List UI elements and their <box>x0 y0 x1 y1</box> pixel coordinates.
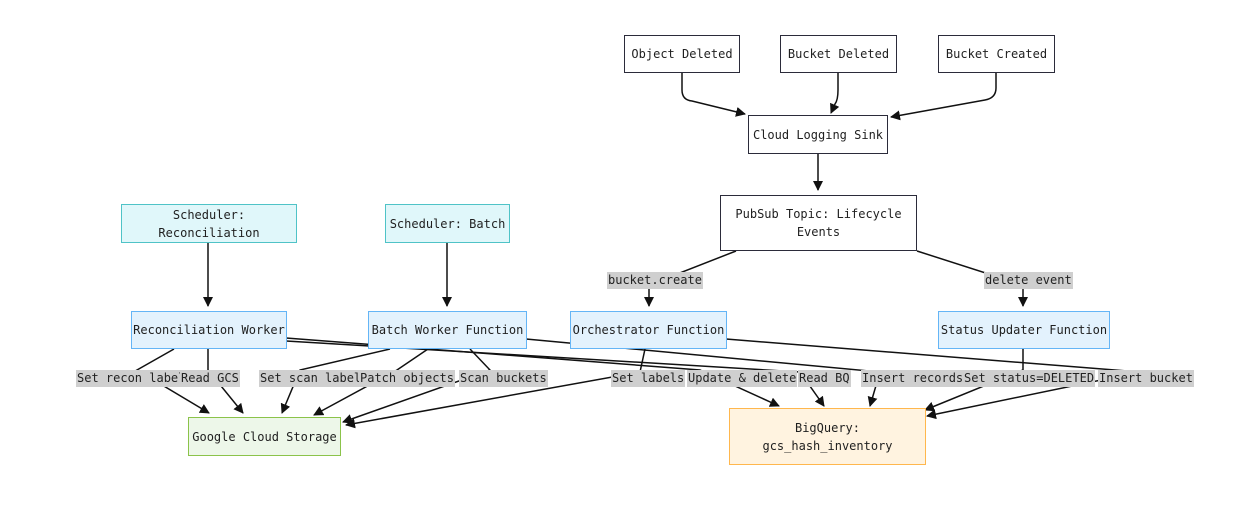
edge-label-set-status-deleted: Set status=DELETED <box>963 370 1096 387</box>
object-deleted-node: Object Deleted <box>624 35 740 73</box>
pubsub-topic-node: PubSub Topic: Lifecycle Events <box>720 195 917 251</box>
edge-label-set-recon-label: Set recon label <box>76 370 187 387</box>
edge-label-scan-buckets: Scan buckets <box>459 370 548 387</box>
edge-label-set-labels: Set labels <box>611 370 686 387</box>
edge-label-read-gcs: Read GCS <box>180 370 240 387</box>
edge-label-insert-records: Insert records <box>861 370 965 387</box>
edge-bucket-deleted-to-sink <box>830 73 840 114</box>
scheduler-reconciliation-node: Scheduler: Reconciliation <box>121 204 297 243</box>
edge-label-update-delete: Update & delete <box>687 370 798 387</box>
edge-bucket-created-to-sink <box>890 73 997 121</box>
edge-label-delete-event: delete event <box>984 272 1073 289</box>
edge-object-deleted-to-sink <box>681 73 746 117</box>
batch-worker-function-node: Batch Worker Function <box>368 311 527 349</box>
orchestrator-function-node: Orchestrator Function <box>570 311 727 349</box>
edge-label-set-scan-label: Set scan label <box>259 370 363 387</box>
google-cloud-storage-node: Google Cloud Storage <box>188 417 341 456</box>
bigquery-node: BigQuery: gcs_hash_inventory <box>729 408 926 465</box>
reconciliation-worker-node: Reconciliation Worker <box>131 311 287 349</box>
edge-label-patch-objects: Patch objects <box>359 370 455 387</box>
edge-label-bucket-create: bucket.create <box>607 272 703 289</box>
edge-label-insert-bucket: Insert bucket <box>1098 370 1194 387</box>
bucket-created-node: Bucket Created <box>938 35 1055 73</box>
edge-label-read-bq: Read BQ <box>798 370 851 387</box>
status-updater-function-node: Status Updater Function <box>938 311 1110 349</box>
bucket-deleted-node: Bucket Deleted <box>780 35 897 73</box>
cloud-logging-sink-node: Cloud Logging Sink <box>748 115 888 154</box>
scheduler-batch-node: Scheduler: Batch <box>385 204 510 243</box>
